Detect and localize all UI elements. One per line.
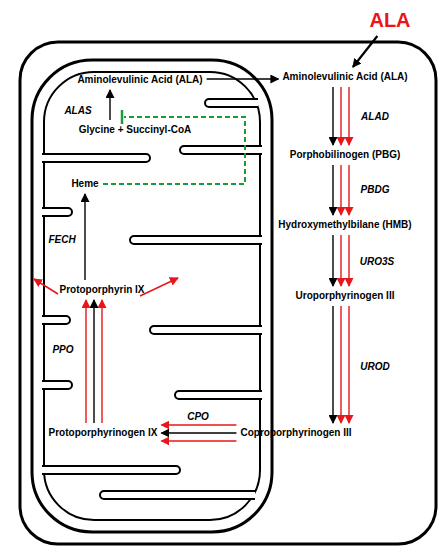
mitochondrion-inner-membrane: [44, 72, 260, 520]
metabolite-label: Heme: [70, 177, 99, 191]
enzyme-label: FECH: [48, 234, 75, 246]
crista: [42, 154, 150, 162]
pathway-arrow: [207, 78, 279, 79]
metabolite-name: Uroporphyrinogen III: [296, 290, 395, 302]
leak-arrow: [34, 279, 58, 294]
metabolite-name: Glycine + Succinyl-CoA: [79, 124, 192, 136]
enhanced-flux-arrow: [161, 440, 236, 441]
enzyme-label: PPO: [52, 344, 73, 356]
cell-membrane: [20, 42, 436, 544]
added-metabolite: ALA: [368, 7, 411, 33]
enhanced-flux-arrow: [348, 165, 349, 215]
metabolite-label: Aminolevulinic Acid (ALA): [281, 70, 408, 84]
leak-arrow: [140, 278, 178, 296]
pathway-arrow: [93, 300, 94, 423]
crista: [100, 491, 255, 499]
pathway-arrow: [332, 306, 333, 423]
crista: [175, 391, 262, 399]
metabolite-name: Hydroxymethylbilane (HMB): [278, 219, 411, 231]
metabolite-label: Protoporphyrin IX: [59, 283, 146, 297]
enhanced-flux-arrow: [340, 165, 341, 215]
crista: [42, 381, 72, 389]
metabolite-label: Protoporphyrinogen IX: [48, 426, 159, 440]
pathway-arrow: [332, 235, 333, 286]
enzyme-label: UROD: [360, 361, 389, 373]
metabolite-name: Porphobilinogen (PBG): [290, 149, 401, 161]
crista: [42, 466, 180, 474]
enhanced-flux-arrow: [340, 306, 341, 423]
metabolite-label: Coproporphyrinogen III: [239, 426, 352, 440]
enzyme-label: ALAS: [64, 105, 91, 117]
pathway-arrow: [84, 194, 85, 280]
enhanced-flux-arrow: [161, 424, 236, 425]
crista: [180, 146, 262, 154]
enhanced-flux-arrow: [340, 87, 341, 145]
enzyme-label: ALAD: [361, 111, 389, 123]
enhanced-flux-arrow: [85, 300, 86, 423]
enhanced-flux-arrow: [348, 306, 349, 423]
crista: [205, 99, 258, 107]
pathway-arrow: [161, 432, 236, 433]
inhibition-bar: [121, 110, 124, 124]
crista: [42, 316, 70, 324]
enzyme-label: PBDG: [361, 184, 390, 196]
metabolite-name: Protoporphyrin IX: [60, 284, 145, 296]
enhanced-flux-arrow: [101, 300, 102, 423]
mitochondrion-outer-membrane: [32, 60, 272, 532]
pathway-arrow: [353, 36, 377, 67]
metabolite-name: Heme: [71, 178, 98, 190]
crista: [130, 236, 262, 244]
metabolite-label: Hydroxymethylbilane (HMB): [277, 218, 412, 232]
enzyme-label: CPO: [187, 411, 209, 423]
pathway-arrow: [332, 87, 333, 145]
pathway-arrow: [109, 90, 110, 120]
pathway-arrow: [332, 165, 333, 215]
metabolite-name: Coproporphyrinogen III: [240, 427, 351, 439]
enzyme-label: URO3S: [360, 256, 394, 268]
crista: [42, 208, 72, 216]
metabolite-name: Protoporphyrinogen IX: [49, 427, 158, 439]
crista: [150, 326, 262, 334]
enhanced-flux-arrow: [348, 235, 349, 286]
metabolite-label: Aminolevulinic Acid (ALA): [76, 73, 203, 87]
cristae: [42, 99, 262, 499]
metabolite-label: Porphobilinogen (PBG): [289, 148, 402, 162]
metabolite-label: Uroporphyrinogen III: [295, 289, 396, 303]
metabolite-name: Aminolevulinic Acid (ALA): [77, 74, 202, 86]
metabolite-name: Aminolevulinic Acid (ALA): [282, 71, 407, 83]
enhanced-flux-arrow: [340, 235, 341, 286]
metabolite-name: ALA: [369, 8, 410, 32]
enhanced-flux-arrow: [348, 87, 349, 145]
metabolite-label: Glycine + Succinyl-CoA: [78, 123, 193, 137]
